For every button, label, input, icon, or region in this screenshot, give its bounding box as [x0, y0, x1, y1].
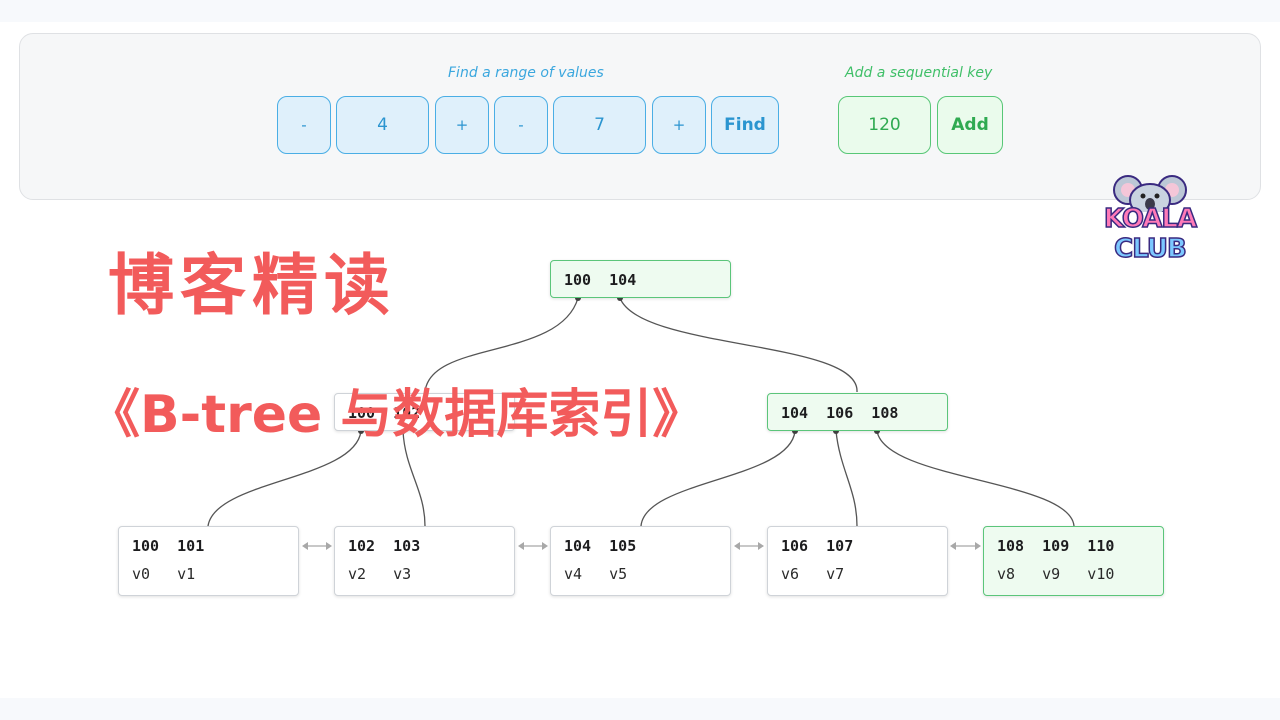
range-from-increment-button[interactable]: + [435, 96, 489, 154]
leaf-node: 102 103 v2 v3 [334, 526, 515, 596]
overlay-subtitle: 《B-tree 与数据库索引》 [88, 385, 705, 445]
internal-node-right: 104 106 108 [767, 393, 948, 431]
leaf-keys: 106 107 [781, 537, 854, 555]
edge-r-leaf3 [835, 430, 858, 527]
edge-root-left [424, 297, 579, 393]
leaf-node: 100 101 v0 v1 [118, 526, 299, 596]
leaf-node: 106 107 v6 v7 [767, 526, 948, 596]
koala-icon [1113, 175, 1187, 212]
range-from-input[interactable]: 4 [336, 96, 429, 154]
edge-l-leaf0 [207, 430, 362, 527]
edge-r-leaf4 [876, 430, 1075, 527]
leaf-keys: 102 103 [348, 537, 421, 555]
root-node: 100 104 [550, 260, 731, 298]
overlay-title: 博客精读 [108, 247, 396, 324]
add-caption: Add a sequential key [845, 65, 993, 81]
edge-l-leaf1 [402, 430, 426, 527]
leaf-keys: 104 105 [564, 537, 637, 555]
leaf-values: v0 v1 [132, 565, 196, 583]
edge-r-leaf2 [640, 430, 796, 527]
logo-text-line1: KOALA [1103, 203, 1198, 235]
range-to-decrement-button[interactable]: - [494, 96, 548, 154]
leaf-keys: 100 101 [132, 537, 205, 555]
koala-club-logo: KOALA CLUB [1098, 168, 1202, 278]
leaf-values: v6 v7 [781, 565, 845, 583]
internal-node-left: 100 102 [334, 393, 515, 431]
range-caption: Find a range of values [448, 65, 604, 81]
leaf-values: v8 v9 v10 [997, 565, 1115, 583]
leaf-keys: 108 109 110 [997, 537, 1115, 555]
logo-text-line2: CLUB [1113, 233, 1187, 265]
bottom-strip [0, 698, 1280, 720]
leaf-values: v2 v3 [348, 565, 412, 583]
edge-root-right [619, 297, 858, 393]
add-button[interactable]: Add [937, 96, 1003, 154]
top-strip [0, 0, 1280, 22]
leaf-node: 104 105 v4 v5 [550, 526, 731, 596]
range-to-increment-button[interactable]: + [652, 96, 706, 154]
range-to-input[interactable]: 7 [553, 96, 646, 154]
leaf-values: v4 v5 [564, 565, 628, 583]
leaf-node-highlighted: 108 109 110 v8 v9 v10 [983, 526, 1164, 596]
sequential-key-input[interactable]: 120 [838, 96, 931, 154]
find-button[interactable]: Find [711, 96, 779, 154]
range-from-decrement-button[interactable]: - [277, 96, 331, 154]
